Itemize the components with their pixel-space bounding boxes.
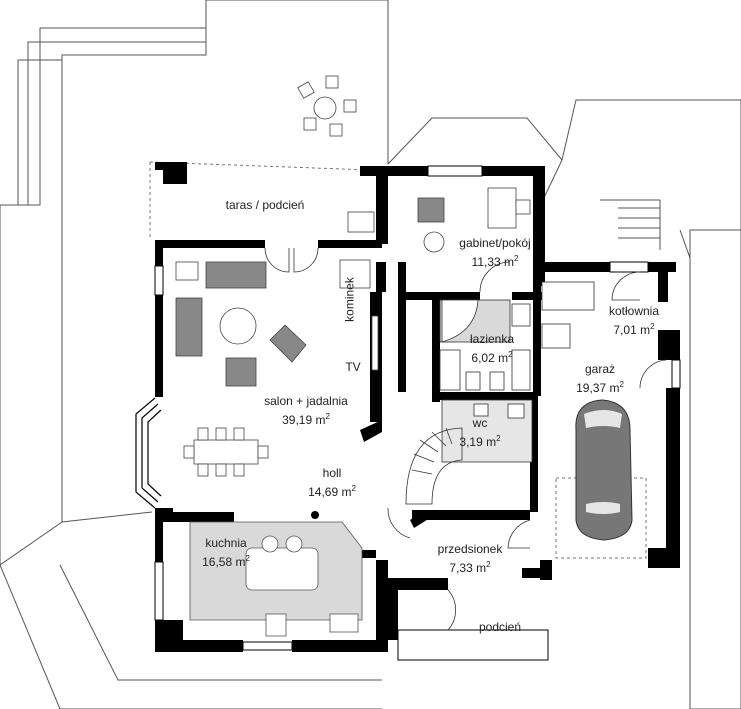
room-label-wc: wc 3,19 m2 — [450, 416, 510, 450]
room-name: przedsionek — [437, 542, 503, 556]
tv-label: TV — [338, 360, 368, 375]
room-area: 11,33 m — [471, 255, 514, 269]
walls — [155, 162, 680, 652]
room-name: podcień — [478, 620, 522, 634]
windows — [154, 165, 681, 661]
bay-window — [135, 397, 162, 509]
room-label-gabinet: gabinet/pokój 11,33 m2 — [430, 236, 560, 270]
study-furniture — [417, 187, 531, 253]
area-unit-exponent: 2 — [514, 254, 519, 263]
room-area: 7,01 m — [613, 323, 651, 337]
area-unit-exponent: 2 — [245, 554, 250, 563]
room-name: garaż — [584, 362, 616, 376]
room-name: taras / podcień — [225, 198, 305, 212]
bathroom-fixtures — [439, 281, 595, 463]
area-unit-exponent: 2 — [351, 484, 356, 493]
area-unit-exponent: 2 — [496, 434, 501, 443]
area-unit-exponent: 2 — [619, 380, 624, 389]
garage-car — [555, 399, 647, 559]
area-unit-exponent: 2 — [650, 322, 655, 331]
room-area: 3,19 m — [459, 435, 497, 449]
area-unit-exponent: 2 — [325, 412, 330, 421]
fireplace — [339, 211, 379, 371]
stairs — [405, 427, 463, 505]
room-name: holl — [322, 466, 342, 480]
kitchen-fixtures — [189, 521, 363, 637]
room-label-taras: taras / podcień — [210, 198, 320, 213]
room-name: wc — [472, 416, 488, 430]
hall-marker — [311, 511, 319, 519]
room-label-holl: holl 14,69 m2 — [292, 466, 372, 500]
tv-text: TV — [345, 360, 361, 374]
room-area: 19,37 m — [576, 381, 620, 395]
room-name: gabinet/pokój — [459, 236, 531, 250]
room-name: salon + jadalnia — [264, 394, 348, 408]
room-area: 16,58 m — [202, 555, 246, 569]
terrace-furniture — [297, 75, 357, 137]
room-label-lazienka: łazienka 6,02 m2 — [452, 332, 532, 366]
room-name: kuchnia — [205, 536, 247, 550]
room-label-kotlownia: kotłownia 7,01 m2 — [594, 304, 674, 338]
room-area: 7,33 m — [449, 561, 487, 575]
doors — [264, 211, 667, 631]
kominek-text: kominek — [342, 277, 357, 322]
room-name: łazienka — [469, 332, 515, 346]
room-area: 6,02 m — [471, 351, 509, 365]
area-unit-exponent: 2 — [508, 350, 513, 359]
area-unit-exponent: 2 — [486, 560, 491, 569]
living-furniture — [175, 261, 307, 477]
room-area: 39,19 m — [282, 413, 326, 427]
room-label-podcien: podcień — [470, 620, 530, 635]
room-name: kotłownia — [608, 304, 660, 318]
room-label-garaz: garaż 19,37 m2 — [560, 362, 640, 396]
room-label-salon: salon + jadalnia 39,19 m2 — [246, 394, 366, 428]
room-area: 14,69 m — [308, 485, 352, 499]
room-label-przedsionek: przedsionek 7,33 m2 — [420, 542, 520, 576]
room-label-kuchnia: kuchnia 16,58 m2 — [186, 536, 266, 570]
fireplace-label: kominek — [343, 270, 358, 330]
